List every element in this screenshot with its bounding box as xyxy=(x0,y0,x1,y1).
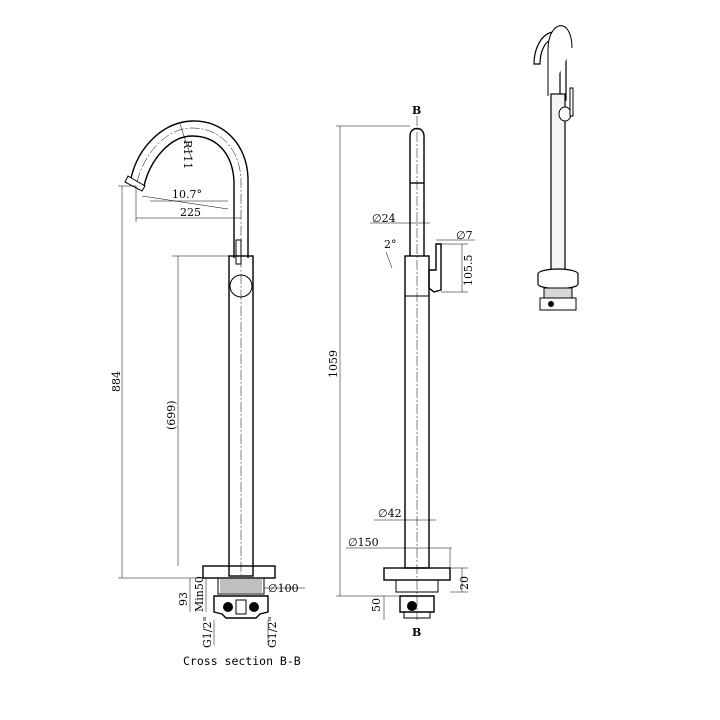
front-view: R111 10.7° 225 884 (699) ∅100 Min50 93 G… xyxy=(110,120,305,668)
preview-valve xyxy=(539,297,577,311)
handle-dia-label: ∅7 xyxy=(456,229,473,242)
body-dia-label: ∅42 xyxy=(378,507,402,520)
thread-right-label: G1/2" xyxy=(266,616,279,648)
preview-spout xyxy=(533,31,567,101)
min-depth-label: Min50 xyxy=(193,576,206,612)
spout-tip xyxy=(124,175,146,192)
valve-body xyxy=(213,595,269,619)
angle-arc xyxy=(141,195,229,210)
side-depth-label: 50 xyxy=(370,598,383,612)
side-handle xyxy=(428,243,442,293)
preview-valve-port xyxy=(548,301,554,307)
body-column xyxy=(228,255,254,577)
faucet-3d-preview xyxy=(533,25,579,311)
reach-label: 225 xyxy=(180,206,201,219)
thread-left-label: G1/2" xyxy=(201,616,214,648)
spout-outer xyxy=(130,120,249,258)
handle-angle-arc xyxy=(385,251,393,269)
side-view: B B ∅24 ∅7 2° 105.5 1059 ∅42 ∅150 20 xyxy=(327,104,475,639)
base-dia-label: ∅100 xyxy=(268,582,299,595)
spout-dia-label: ∅24 xyxy=(372,212,396,225)
side-total-label: 1059 xyxy=(327,350,340,378)
section-caption: Cross section B-B xyxy=(183,654,301,668)
base-depth-label: 93 xyxy=(177,592,190,606)
side-valve-port xyxy=(407,601,417,611)
angle-label: 10.7° xyxy=(172,188,202,201)
radius-label: R111 xyxy=(181,140,194,169)
section-mark-top: B xyxy=(412,104,421,117)
section-mark-bottom: B xyxy=(412,626,421,639)
preview-handle-hub xyxy=(558,106,572,122)
flange-height-label: 20 xyxy=(458,576,471,590)
preview-handle xyxy=(569,87,574,117)
handle-hub xyxy=(229,274,253,298)
valve-core xyxy=(235,599,247,615)
spout-inner xyxy=(143,135,235,258)
side-base xyxy=(395,579,439,593)
base-grille xyxy=(217,577,265,595)
valve-port-left xyxy=(223,602,233,612)
preview-spout-b xyxy=(547,25,573,96)
preview-flange-side xyxy=(537,274,579,290)
grille-lines xyxy=(220,579,262,593)
radius-leader xyxy=(179,123,193,161)
flange-dia-label: ∅150 xyxy=(348,536,379,549)
side-valve xyxy=(399,595,435,613)
side-valve-plate xyxy=(403,611,431,619)
total-height-label: 884 xyxy=(110,371,123,392)
valve-port-right xyxy=(249,602,259,612)
body-height-label: (699) xyxy=(165,400,178,430)
handle-lever xyxy=(235,239,242,265)
handle-height-label: 105.5 xyxy=(462,255,475,287)
spout-centerline xyxy=(136,127,242,575)
handle-angle-label: 2° xyxy=(384,238,397,251)
